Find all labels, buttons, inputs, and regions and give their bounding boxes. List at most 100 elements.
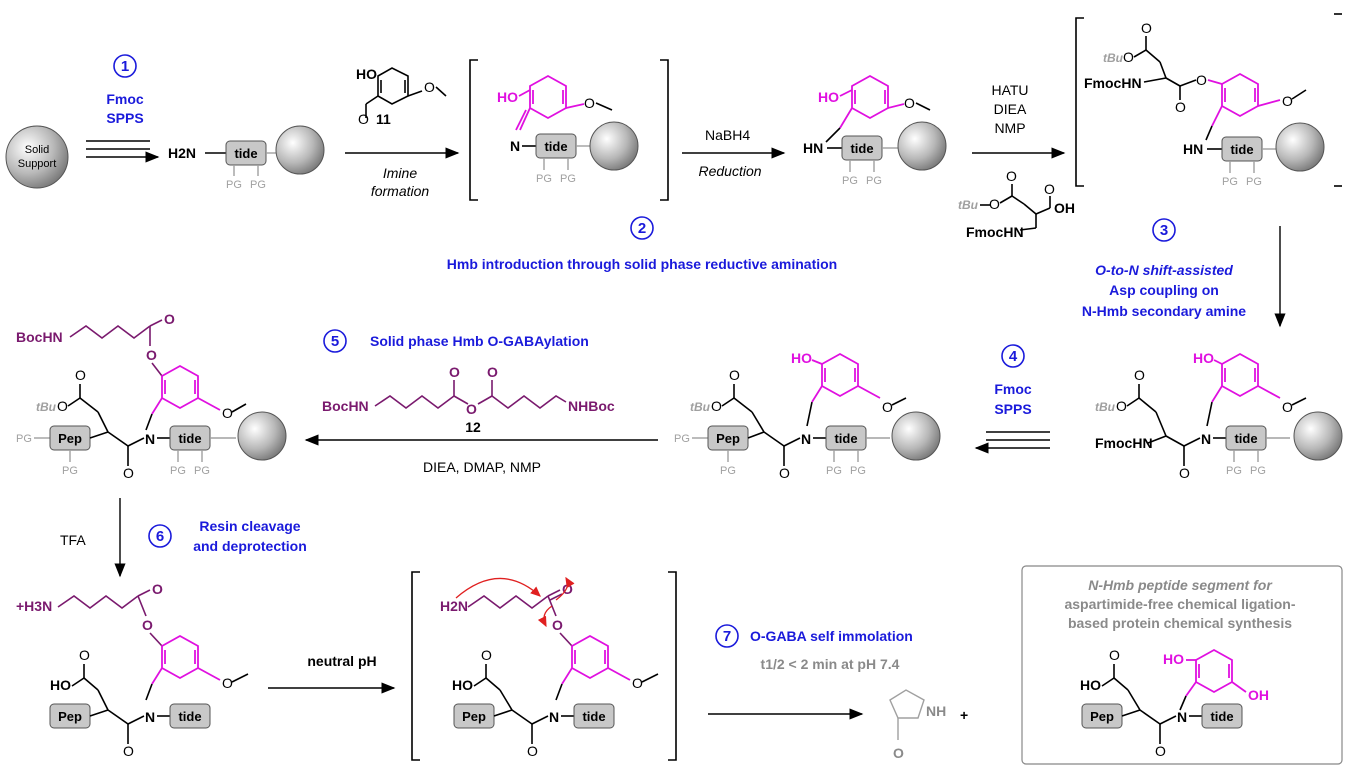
svg-text:HO: HO	[1080, 677, 1101, 693]
svg-text:PG: PG	[1226, 465, 1242, 477]
svg-text:PG: PG	[1250, 465, 1266, 477]
svg-text:N: N	[801, 431, 811, 447]
svg-text:FmocHN: FmocHN	[966, 224, 1024, 240]
hmb-amine-resin: HO O HN tide PG PG	[803, 74, 947, 187]
step-3-label: 3 O-to-N shift-assisted Asp coupling on …	[1082, 218, 1246, 319]
svg-text:PG: PG	[850, 465, 866, 477]
svg-text:TFA: TFA	[60, 532, 86, 548]
compound-11: HO O O 11	[356, 66, 447, 127]
svg-text:O: O	[711, 398, 722, 414]
svg-text:formation: formation	[371, 183, 430, 199]
svg-text:N-Hmb secondary amine: N-Hmb secondary amine	[1082, 303, 1246, 319]
svg-text:+H3N: +H3N	[16, 598, 52, 614]
svg-text:O: O	[1196, 72, 1207, 88]
svg-text:HO: HO	[818, 89, 839, 105]
svg-text:SPPS: SPPS	[994, 401, 1031, 417]
step-2-label: 2 Hmb introduction through solid phase r…	[447, 216, 837, 272]
svg-text:Solid phase Hmb O-GABAylation: Solid phase Hmb O-GABAylation	[370, 333, 589, 349]
svg-text:HO: HO	[791, 350, 812, 366]
svg-text:O: O	[57, 398, 68, 414]
svg-text:SPPS: SPPS	[106, 110, 143, 126]
svg-text:O: O	[729, 367, 740, 383]
svg-text:O: O	[481, 647, 492, 663]
svg-text:PG: PG	[866, 175, 882, 187]
svg-text:O: O	[123, 743, 134, 759]
svg-text:N: N	[510, 138, 520, 154]
svg-text:based protein chemical synthes: based protein chemical synthesis	[1068, 615, 1292, 631]
svg-text:aspartimide-free chemical liga: aspartimide-free chemical ligation-	[1064, 596, 1295, 612]
svg-text:O: O	[123, 465, 134, 481]
svg-text:O-GABA self immolation: O-GABA self immolation	[750, 628, 913, 644]
svg-text:HO: HO	[1193, 350, 1214, 366]
arrow-gabaylation: DIEA, DMAP, NMP	[304, 434, 658, 475]
svg-text:O: O	[882, 399, 893, 415]
svg-text:Solid: Solid	[25, 144, 49, 156]
svg-text:N-Hmb peptide segment for: N-Hmb peptide segment for	[1088, 577, 1273, 593]
svg-text:PG: PG	[226, 179, 242, 191]
svg-text:O: O	[1123, 49, 1134, 65]
svg-text:OH: OH	[1248, 687, 1269, 703]
svg-text:Hmb introduction through solid: Hmb introduction through solid phase red…	[447, 256, 837, 272]
svg-text:and deprotection: and deprotection	[193, 538, 307, 554]
svg-text:PG: PG	[1222, 176, 1238, 188]
svg-text:O: O	[1116, 398, 1127, 414]
svg-text:O: O	[164, 311, 175, 327]
svg-text:Pep: Pep	[58, 431, 82, 446]
svg-text:HO: HO	[497, 89, 518, 105]
svg-text:neutral pH: neutral pH	[307, 653, 376, 669]
svg-text:H2N: H2N	[168, 145, 196, 161]
step-1-label: 1 Fmoc SPPS	[106, 54, 144, 126]
svg-text:O: O	[1282, 93, 1293, 109]
svg-text:4: 4	[1009, 348, 1018, 365]
svg-text:7: 7	[723, 628, 731, 645]
svg-text:6: 6	[156, 528, 164, 545]
svg-text:N: N	[1201, 431, 1211, 447]
svg-text:PG: PG	[674, 433, 690, 445]
svg-text:O: O	[562, 581, 573, 597]
compound-12: BocHN O O O NHBoc 12	[322, 364, 615, 435]
svg-text:tBu: tBu	[36, 400, 57, 414]
svg-text:HO: HO	[452, 677, 473, 693]
svg-text:O: O	[449, 364, 460, 380]
arrow-reduction: NaBH4 Reduction	[682, 127, 786, 179]
ester-intermediate: tBu O O FmocHN O O O HN tide PG PG	[1075, 13, 1342, 188]
svg-text:tide: tide	[850, 141, 873, 156]
svg-text:O: O	[1155, 743, 1166, 759]
solid-support: Solid Support	[5, 125, 69, 189]
svg-text:tide: tide	[582, 709, 605, 724]
step-6-label: 6 Resin cleavage and deprotection	[148, 518, 307, 554]
arrow-tfa-cleavage: TFA	[60, 498, 126, 578]
svg-text:HO: HO	[50, 677, 71, 693]
svg-text:H2N: H2N	[440, 598, 468, 614]
svg-text:2: 2	[638, 220, 646, 237]
svg-text:O: O	[142, 617, 153, 633]
svg-text:3: 3	[1160, 222, 1168, 239]
svg-text:O: O	[1282, 399, 1293, 415]
resin-peptide-1: H2N tide PG PG	[168, 125, 325, 191]
svg-text:DIEA: DIEA	[994, 101, 1027, 117]
svg-text:tide: tide	[1234, 431, 1257, 446]
svg-text:O: O	[552, 617, 563, 633]
svg-text:O: O	[1044, 181, 1055, 197]
svg-text:O: O	[146, 347, 157, 363]
svg-text:O: O	[584, 95, 595, 111]
svg-text:PG: PG	[194, 465, 210, 477]
svg-text:O: O	[1141, 20, 1152, 36]
svg-text:Resin cleavage: Resin cleavage	[199, 518, 300, 534]
svg-text:Pep: Pep	[58, 709, 82, 724]
step-7-label: 7 O-GABA self immolation t1/2 < 2 min at…	[715, 624, 913, 672]
svg-text:O: O	[152, 581, 163, 597]
svg-text:NH: NH	[926, 703, 946, 719]
svg-text:O: O	[989, 196, 1000, 212]
svg-text:O: O	[222, 405, 233, 421]
multi-step-arrows-1	[86, 140, 160, 163]
svg-text:Asp coupling on: Asp coupling on	[1109, 282, 1219, 298]
svg-text:PG: PG	[250, 179, 266, 191]
svg-text:11: 11	[376, 111, 391, 127]
svg-text:Pep: Pep	[462, 709, 486, 724]
svg-text:Support: Support	[18, 158, 57, 170]
step-4-label: 4 Fmoc SPPS	[994, 344, 1032, 417]
svg-text:PG: PG	[826, 465, 842, 477]
svg-text:Pep: Pep	[1090, 709, 1114, 724]
